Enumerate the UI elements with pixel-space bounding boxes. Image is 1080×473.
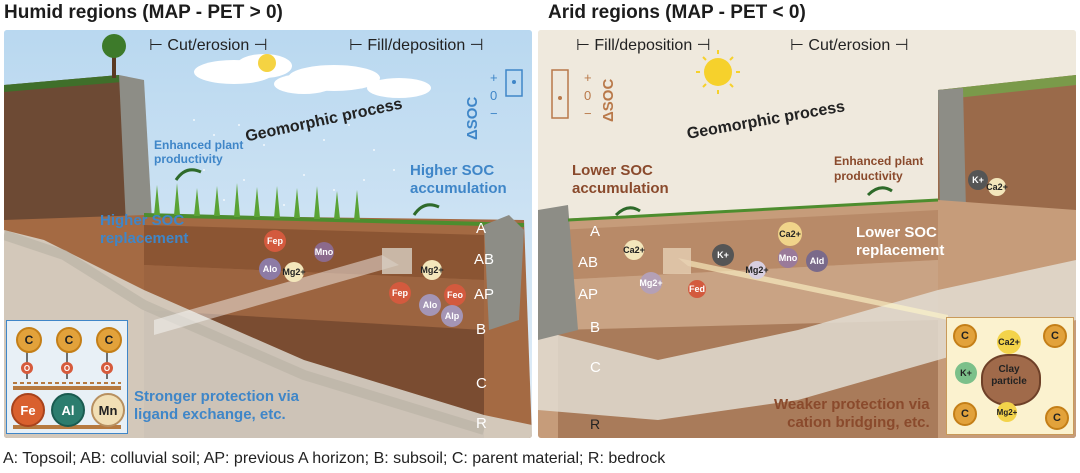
- inset-o-3: O: [101, 362, 113, 374]
- horizon-b: B: [476, 321, 486, 338]
- horizon-ap: AP: [578, 286, 598, 303]
- dsoc-plus: +: [490, 70, 498, 85]
- cut-erosion-label: ⊢ Cut/erosion ⊣: [790, 35, 909, 55]
- ion-alo: Alo: [259, 258, 281, 280]
- ion-k-2: K+: [968, 170, 988, 190]
- dsoc-plus: +: [584, 70, 592, 85]
- ion-mg: Mg2+: [640, 272, 662, 294]
- ion-fed: Fed: [688, 280, 706, 298]
- dsoc-label: ΔSOC: [600, 79, 617, 122]
- ion-ca: Ca2+: [624, 240, 644, 260]
- inset-c-3: C: [96, 327, 122, 353]
- ion-mg-2: Mg2+: [748, 261, 766, 279]
- horizon-b: B: [590, 319, 600, 336]
- dsoc-minus: −: [490, 106, 498, 121]
- ion-fep: Fep: [264, 230, 286, 252]
- inset-al: Al: [51, 393, 85, 427]
- inset-c-1: C: [953, 324, 977, 348]
- dsoc-minus: −: [584, 106, 592, 121]
- ion-feo: Feo: [444, 284, 466, 306]
- sun: [258, 54, 276, 72]
- ion-ca-3: Ca2+: [988, 178, 1006, 196]
- inset-c-1: C: [16, 327, 42, 353]
- horizon-c: C: [590, 359, 601, 376]
- dsoc-zero: 0: [490, 88, 497, 103]
- ion-ald: Ald: [806, 250, 828, 272]
- horizon-a: A: [590, 223, 600, 240]
- humid-panel: ⊢ Cut/erosion ⊣ ⊢ Fill/deposition ⊣ ΔSOC…: [4, 30, 532, 438]
- horizon-a: A: [476, 220, 486, 237]
- ion-fep-2: Fep: [389, 282, 411, 304]
- inset-c-2: C: [1043, 324, 1067, 348]
- ligand-exchange-inset: C C C O O O Fe Al Mn: [6, 320, 128, 434]
- dsoc-zero: 0: [584, 88, 591, 103]
- arid-title: Arid regions (MAP - PET < 0): [548, 2, 806, 24]
- inset-c-3: C: [953, 402, 977, 426]
- inset-o-1: O: [21, 362, 33, 374]
- fill-deposition-label: ⊢ Fill/deposition ⊣: [349, 35, 484, 55]
- inset-o-2: O: [61, 362, 73, 374]
- inset-ca: Ca2+: [997, 330, 1021, 354]
- cut-erosion-label: ⊢ Cut/erosion ⊣: [149, 35, 268, 55]
- legend-footnote: A: Topsoil; AB: colluvial soil; AP: prev…: [3, 450, 665, 468]
- horizon-ab: AB: [474, 251, 494, 268]
- ion-ca-2: Ca2+: [778, 222, 802, 246]
- ion-alo-2: Alo: [419, 294, 441, 316]
- dsoc-label: ΔSOC: [464, 97, 481, 140]
- ion-mno: Mno: [314, 242, 334, 262]
- horizon-c: C: [476, 375, 487, 392]
- inset-mn: Mn: [91, 393, 125, 427]
- humid-title: Humid regions (MAP - PET > 0): [4, 2, 283, 24]
- ion-k: K+: [712, 244, 734, 266]
- ion-mg: Mg2+: [284, 262, 304, 282]
- inset-fe: Fe: [11, 393, 45, 427]
- inset-k: K+: [955, 362, 977, 384]
- inset-c-4: C: [1045, 406, 1069, 430]
- fill-deposition-label: ⊢ Fill/deposition ⊣: [576, 35, 711, 55]
- inset-mg: Mg2+: [997, 402, 1017, 422]
- horizon-ab: AB: [578, 254, 598, 271]
- inset-c-2: C: [56, 327, 82, 353]
- horizon-ap: AP: [474, 286, 494, 303]
- arid-panel: ⊢ Fill/deposition ⊣ ⊢ Cut/erosion ⊣ + 0 …: [538, 30, 1076, 438]
- horizon-r: R: [590, 416, 600, 432]
- ion-alp: Alp: [441, 305, 463, 327]
- horizon-r: R: [476, 415, 487, 432]
- ion-mno: Mno: [778, 248, 798, 268]
- ion-mg-2: Mg2+: [422, 260, 442, 280]
